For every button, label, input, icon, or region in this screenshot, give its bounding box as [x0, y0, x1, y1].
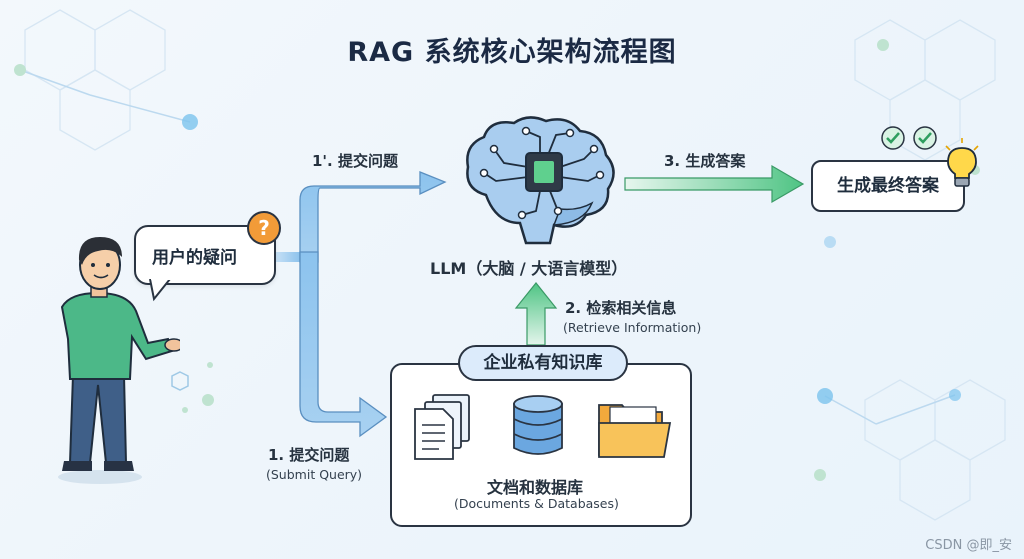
question-mark-glyph: ? — [258, 216, 270, 240]
user-question-bubble: 用户的疑问 — [134, 225, 276, 285]
checkmark-icon — [881, 126, 937, 150]
bubble-tail — [149, 279, 171, 302]
docs-db-en: (Documents & Databases) — [454, 496, 619, 511]
step-submit-bottom-label: 1. 提交问题 — [268, 446, 350, 464]
step-retrieve-en: (Retrieve Information) — [563, 320, 702, 335]
arrow-submit-bottom — [299, 251, 388, 438]
brain-chip-icon — [466, 116, 615, 245]
diagram-title: RAG 系统核心架构流程图 — [347, 37, 677, 68]
step-submit-top-label: 1'. 提交问题 — [312, 152, 398, 170]
user-question-label: 用户的疑问 — [152, 248, 237, 268]
documents-icon — [414, 394, 470, 460]
person-illustration — [58, 237, 180, 484]
final-answer-label: 生成最终答案 — [837, 176, 939, 196]
question-mark-icon: ? — [247, 211, 281, 245]
step-submit-bottom-en: (Submit Query) — [266, 467, 363, 482]
watermark: CSDN @即_安 — [925, 538, 1012, 553]
arrow-retrieve — [514, 282, 558, 346]
arrow-generate — [624, 164, 805, 204]
step-generate-label: 3. 生成答案 — [664, 152, 746, 170]
step-retrieve-label: 2. 检索相关信息 — [565, 299, 677, 317]
folder-icon — [598, 404, 672, 458]
arrow-stem — [272, 252, 306, 262]
database-icon — [513, 395, 563, 455]
knowledge-base-title: 企业私有知识库 — [458, 345, 628, 381]
llm-label: LLM（大脑 / 大语言模型） — [430, 259, 628, 278]
lightbulb-icon — [945, 138, 979, 187]
final-answer-box: 生成最终答案 — [811, 160, 965, 212]
docs-db-label: 文档和数据库 — [487, 478, 584, 497]
arrow-submit-top — [299, 171, 447, 263]
